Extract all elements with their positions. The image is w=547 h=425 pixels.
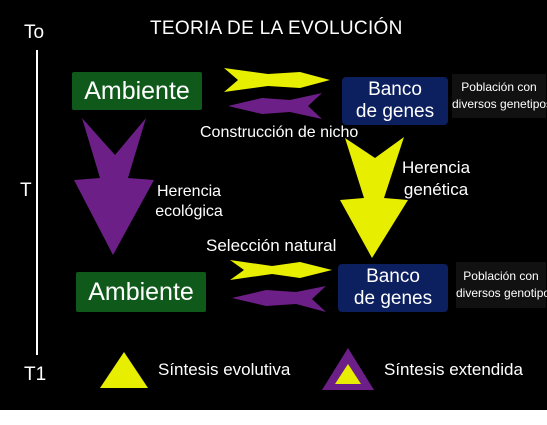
bottom-gene-bank-line2: de genes xyxy=(353,288,433,309)
diagram-title: TEORIA DE LA EVOLUCIÓN xyxy=(150,18,403,39)
top-ambiente-box: Ambiente xyxy=(72,72,202,110)
arrows-layer xyxy=(36,50,408,390)
top-population-line2: diversos genetipos xyxy=(452,97,547,111)
ecological-inheritance-line2: ecológica xyxy=(155,203,223,220)
ecological-inheritance-line1: Herencia xyxy=(156,183,222,200)
natural-selection-label: Selección natural xyxy=(206,236,337,255)
bottom-gene-bank-box: Banco de genes xyxy=(338,264,448,312)
genetic-inheritance-line1: Herencia xyxy=(402,158,471,177)
top-population-box: Población con diversos genetipos xyxy=(452,74,547,118)
top-yellow-arrow xyxy=(224,68,330,92)
niche-construction-label: Construcción de nicho xyxy=(200,124,359,141)
top-gene-bank-line1: Banco xyxy=(368,79,422,100)
genetic-inheritance-label: Herencia genética xyxy=(402,157,470,201)
legend-inner-yellow-triangle xyxy=(335,364,361,384)
top-population-line1: Población con xyxy=(461,80,537,94)
diagram-canvas: TEORIA DE LA EVOLUCIÓN To T T1 Ambiente … xyxy=(0,0,547,410)
legend-extended-synthesis: Síntesis extendida xyxy=(384,360,523,379)
top-purple-arrow xyxy=(228,93,322,119)
bottom-yellow-arrow xyxy=(230,260,332,280)
bottom-ambiente-box: Ambiente xyxy=(76,272,206,312)
genetic-inheritance-line2: genética xyxy=(403,180,469,199)
timeline-start-label: To xyxy=(24,22,45,43)
bottom-ambiente-label: Ambiente xyxy=(88,277,194,306)
bottom-gene-bank-line1: Banco xyxy=(366,266,420,287)
top-gene-bank-line2: de genes xyxy=(355,101,435,122)
top-gene-bank-box: Banco de genes xyxy=(342,77,448,125)
bottom-population-line2: diversos genotipos xyxy=(456,286,547,300)
timeline-middle-label: T xyxy=(20,180,32,201)
legend-evolutionary-synthesis: Síntesis evolutiva xyxy=(158,360,291,379)
ecological-inheritance-label: Herencia ecológica xyxy=(146,182,232,222)
legend-yellow-triangle xyxy=(100,352,148,388)
bottom-population-box: Población con diversos genotipos xyxy=(456,262,547,308)
bottom-population-line1: Población con xyxy=(463,269,539,283)
bottom-purple-arrow xyxy=(232,286,326,312)
top-ambiente-label: Ambiente xyxy=(84,76,190,105)
genetic-inheritance-arrow xyxy=(340,137,408,258)
ecological-inheritance-arrow xyxy=(74,118,154,255)
timeline-end-label: T1 xyxy=(24,364,47,385)
